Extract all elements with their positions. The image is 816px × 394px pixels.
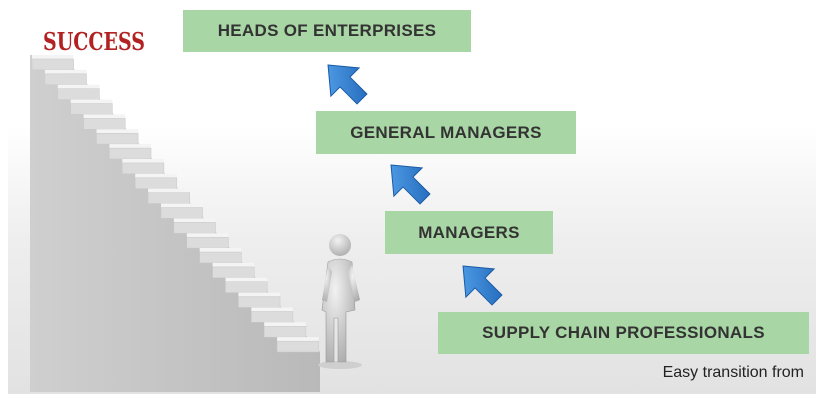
success-sign: SUCCESS [43, 27, 145, 56]
arrow-up-left-icon [462, 265, 503, 306]
level-managers: MANAGERS [385, 211, 553, 254]
stair-step-tread [32, 55, 74, 59]
stair-step-riser [44, 73, 87, 85]
stair-step-tread [277, 337, 319, 342]
stair-step-riser [109, 147, 152, 160]
level-heads-of-enterprises: HEADS OF ENTERPRISES [183, 10, 471, 52]
level-supply-chain-professionals: SUPPLY CHAIN PROFESSIONALS [438, 312, 809, 354]
stair-step-riser [134, 177, 178, 189]
stair-step-tread [135, 173, 177, 178]
stair-step-tread [264, 322, 306, 327]
staircase-icon [30, 55, 320, 392]
person-figure-icon [318, 234, 362, 369]
stair-step-tread [122, 158, 164, 163]
stair-step-tread [96, 129, 139, 134]
stair-step-riser [147, 192, 190, 204]
stair-step-riser [276, 340, 319, 353]
stair-step-riser [263, 326, 307, 338]
stair-step-riser [96, 133, 139, 145]
stair-step-riser [173, 222, 216, 234]
stair-step-tread [225, 277, 268, 282]
stair-step-riser [122, 162, 165, 175]
stair-step-tread [44, 69, 87, 74]
stair-step-tread [186, 233, 229, 238]
stair-step-riser [83, 118, 126, 130]
level-general-managers: GENERAL MANAGERS [316, 111, 576, 154]
stair-step-riser [238, 296, 281, 308]
stair-step-tread [251, 307, 293, 312]
arrow-up-left-icon [327, 64, 368, 105]
stair-step-riser [251, 311, 294, 323]
stair-step-riser [212, 266, 255, 278]
caption-text: Easy transition from [662, 364, 804, 381]
stair-step-riser [186, 236, 229, 249]
stair-step-tread [238, 292, 281, 297]
stair-step-riser [199, 251, 242, 264]
arrow-up-left-icon [390, 164, 431, 205]
stair-step-riser [160, 207, 203, 219]
stair-step-riser [31, 58, 74, 71]
stair-step-tread [109, 144, 152, 149]
stair-step-tread [83, 114, 126, 119]
stair-step-tread [161, 203, 203, 208]
stair-step-tread [199, 248, 242, 253]
stair-step-tread [148, 188, 190, 193]
stair-step-tread [212, 262, 255, 267]
stair-step-riser [225, 281, 268, 293]
stair-step-tread [57, 84, 100, 89]
stair-step-tread [173, 218, 216, 223]
stair-step-riser [70, 103, 113, 115]
stair-step-tread [70, 99, 113, 104]
stair-step-riser [57, 88, 100, 100]
